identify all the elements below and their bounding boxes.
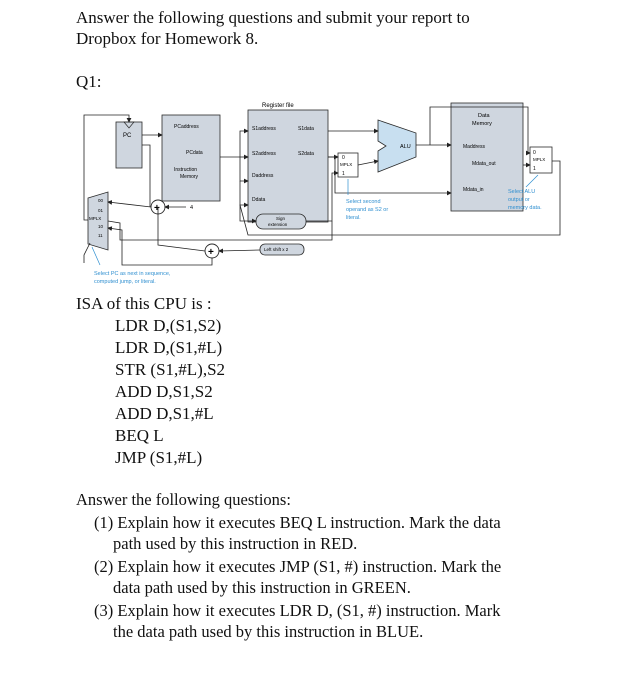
intro-line-1: Answer the following questions and submi… (76, 8, 470, 27)
isa-item: ADD D,S1,S2 (115, 382, 213, 401)
m-address-label: Maddress (463, 144, 485, 150)
pc-address-label: PCaddress (174, 124, 199, 130)
register-file-label: Register file (262, 103, 294, 109)
note-select-alu-2: output or (508, 197, 530, 203)
note-select-pc-1: Select PC as next in sequence, (94, 271, 171, 277)
pc-label: PC (123, 133, 132, 139)
output-mplx (529, 146, 553, 174)
data-memory-box (450, 102, 524, 212)
output-mplx-1: 1 (533, 166, 536, 172)
pc-mux-sel-11: 11 (98, 233, 103, 238)
data-memory-label-1: Data (478, 113, 491, 119)
question-1-label: Q1: (76, 72, 102, 91)
isa-item: LDR D,(S1,S2) (115, 316, 222, 335)
note-select-second-3: literal. (346, 215, 361, 221)
sign-extension-label-2: extension (268, 222, 288, 227)
left-shift-label: Left shift x 2 (264, 247, 289, 252)
operand-mplx-label: MPLX (340, 162, 352, 167)
note-select-alu-1: Select ALU (508, 189, 535, 195)
register-file-box (247, 109, 329, 223)
isa-item: BEQ L (115, 426, 164, 445)
m-data-out-label: Mdata_out (472, 161, 496, 167)
instruction-memory-box (161, 114, 221, 202)
branch-adder-plus: + (208, 247, 214, 258)
isa-title: ISA of this CPU is : (76, 294, 212, 313)
m-data-in-label: Mdata_in (463, 187, 484, 193)
question-2-line-2: data path used by this instruction in GR… (113, 578, 411, 597)
output-mplx-label: MPLX (533, 157, 545, 162)
s1-address-label: S1address (252, 126, 276, 132)
question-1-line-1: (1) Explain how it executes BEQ L instru… (94, 513, 501, 532)
pc-mux-label: MPLX (89, 216, 101, 221)
d-data-label: Ddata (252, 197, 266, 203)
note-select-second-1: Select second (346, 199, 381, 205)
isa-item: STR (S1,#L),S2 (115, 360, 226, 379)
operand-mplx-1: 1 (342, 171, 345, 177)
question-1-line-2: path used by this instruction in RED. (113, 534, 358, 553)
left-shift-box (259, 243, 305, 256)
operand-mplx-0: 0 (342, 155, 345, 161)
note-select-pc-2: computed jump, or literal. (94, 279, 156, 285)
pc-data-label: PCdata (186, 150, 203, 156)
s2-data-label: S2data (298, 151, 314, 157)
output-mplx-0: 0 (533, 150, 536, 156)
alu-label: ALU (400, 144, 411, 150)
pc-box (115, 121, 143, 169)
cpu-datapath-diagram: Register file S1address S1data S2address… (83, 102, 561, 285)
isa-item: JMP (S1,#L) (115, 448, 203, 467)
s2-address-label: S2address (252, 151, 276, 157)
note-select-second-2: operand as S2 or (346, 207, 388, 213)
pc-increment-4: 4 (190, 205, 193, 211)
pc-mux-sel-00: 00 (98, 198, 104, 203)
pc-mux-sel-01: 01 (98, 208, 104, 213)
instruction-memory-label-1: Instruction (174, 167, 197, 173)
sign-extension-label-1: Sign (276, 216, 286, 221)
data-memory-label-2: Memory (472, 121, 492, 127)
question-3-line-1: (3) Explain how it executes LDR D, (S1, … (94, 601, 501, 620)
isa-item: ADD D,S1,#L (115, 404, 214, 423)
question-3-line-2: the data path used by this instruction i… (113, 622, 424, 641)
instruction-memory-label-2: Memory (180, 174, 199, 180)
isa-item: LDR D,(S1,#L) (115, 338, 223, 357)
d-address-label: Daddress (252, 173, 274, 179)
questions-intro: Answer the following questions: (76, 490, 291, 509)
pc-select-mplx (87, 191, 109, 251)
note-select-alu-3: memory data. (508, 205, 542, 211)
s1-data-label: S1data (298, 126, 314, 132)
pc-adder-plus: + (154, 203, 160, 214)
question-2-line-1: (2) Explain how it executes JMP (S1, #) … (94, 557, 502, 576)
pc-mux-sel-10: 10 (98, 224, 104, 229)
intro-line-2: Dropbox for Homework 8. (76, 29, 259, 48)
